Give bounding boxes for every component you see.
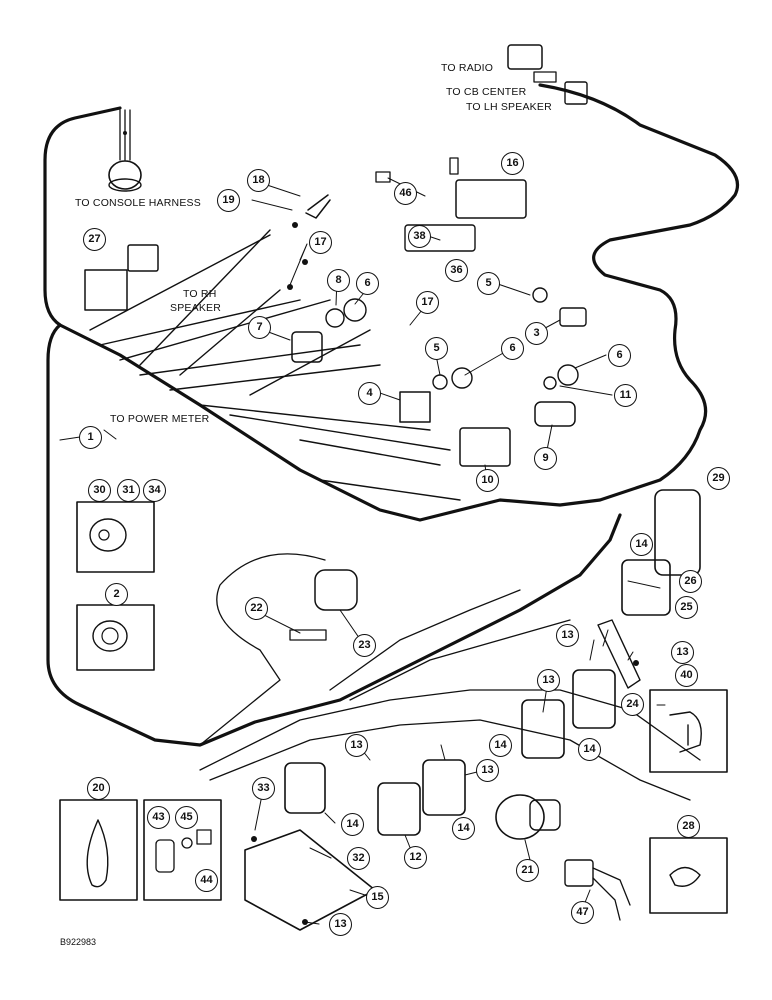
label-to-console-harness: TO CONSOLE HARNESS — [75, 197, 201, 209]
lamp-14a — [621, 559, 671, 616]
callout-27: 27 — [83, 228, 106, 251]
lamp-14b — [572, 669, 616, 729]
callout-33: 33 — [252, 777, 275, 800]
lamp-29 — [654, 489, 701, 576]
callout-13: 13 — [345, 734, 368, 757]
callout-47: 47 — [571, 901, 594, 924]
callout-16: 16 — [501, 152, 524, 175]
lamp-14e — [284, 762, 326, 814]
callout-12: 12 — [404, 846, 427, 869]
callout-3: 3 — [525, 322, 548, 345]
label-to-cb-center: TO CB CENTER — [446, 86, 527, 98]
switch-9 — [534, 401, 576, 427]
switch-7 — [291, 331, 323, 363]
callout-34: 34 — [143, 479, 166, 502]
callout-13: 13 — [556, 624, 579, 647]
callout-30: 30 — [88, 479, 111, 502]
callout-6: 6 — [501, 337, 524, 360]
callout-6: 6 — [356, 272, 379, 295]
callout-11: 11 — [614, 384, 637, 407]
callout-14: 14 — [630, 533, 653, 556]
callout-14: 14 — [452, 817, 475, 840]
callout-14: 14 — [578, 738, 601, 761]
callout-20: 20 — [87, 777, 110, 800]
callout-44: 44 — [195, 869, 218, 892]
callout-13: 13 — [476, 759, 499, 782]
callout-18: 18 — [247, 169, 270, 192]
label-to-rh-speaker-line2: SPEAKER — [170, 302, 222, 314]
callout-26: 26 — [679, 570, 702, 593]
motor-23 — [314, 569, 358, 611]
callout-21: 21 — [516, 859, 539, 882]
callout-36: 36 — [445, 259, 468, 282]
label-to-rh-speaker-line1: TO RH — [183, 288, 217, 300]
callout-22: 22 — [245, 597, 268, 620]
callout-8: 8 — [327, 269, 350, 292]
callout-31: 31 — [117, 479, 140, 502]
lamp-12 — [377, 782, 421, 836]
callout-13: 13 — [329, 913, 352, 936]
figure-id: B922983 — [60, 937, 97, 947]
callout-23: 23 — [353, 634, 376, 657]
callout-38: 38 — [408, 225, 431, 248]
callout-4: 4 — [358, 382, 381, 405]
callout-17: 17 — [309, 231, 332, 254]
callout-32: 32 — [347, 847, 370, 870]
radio-connector — [507, 44, 543, 70]
label-to-lh-speaker: TO LH SPEAKER — [466, 101, 552, 113]
callout-10: 10 — [476, 469, 499, 492]
callout-19: 19 — [217, 189, 240, 212]
callout-14: 14 — [489, 734, 512, 757]
switch-16 — [455, 179, 527, 219]
label-to-radio: TO RADIO — [441, 62, 494, 74]
lamp-14c — [521, 699, 565, 759]
callout-45: 45 — [175, 806, 198, 829]
callout-9: 9 — [534, 447, 557, 470]
main-harness-outline — [43, 83, 740, 522]
label-to-power-meter: TO POWER METER — [110, 413, 210, 425]
callout-13: 13 — [537, 669, 560, 692]
callout-5: 5 — [425, 337, 448, 360]
callout-25: 25 — [675, 596, 698, 619]
switch-4 — [399, 391, 431, 423]
callout-40: 40 — [675, 664, 698, 687]
callout-15: 15 — [366, 886, 389, 909]
callout-24: 24 — [621, 693, 644, 716]
callout-28: 28 — [677, 815, 700, 838]
callout-43: 43 — [147, 806, 170, 829]
callout-1: 1 — [79, 426, 102, 449]
callout-2: 2 — [105, 583, 128, 606]
callout-6: 6 — [608, 344, 631, 367]
gasket-38 — [404, 224, 476, 252]
flasher-10 — [459, 427, 511, 467]
callout-14: 14 — [341, 813, 364, 836]
callout-5: 5 — [477, 272, 500, 295]
callout-17: 17 — [416, 291, 439, 314]
callout-13: 13 — [671, 641, 694, 664]
lamp-14d — [422, 759, 466, 816]
callout-7: 7 — [248, 316, 271, 339]
callout-46: 46 — [394, 182, 417, 205]
callout-29: 29 — [707, 467, 730, 490]
lower-harness-loop — [46, 323, 622, 747]
